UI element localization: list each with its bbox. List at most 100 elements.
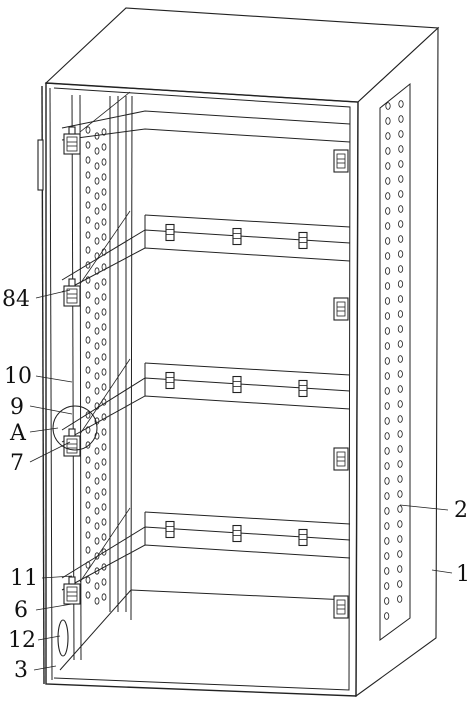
panel-hole — [384, 477, 390, 485]
panel-hole — [398, 100, 404, 108]
panel-hole — [384, 432, 390, 440]
panel-hole — [398, 190, 404, 198]
post-hole — [101, 413, 107, 421]
shelf-back-edge — [144, 511, 351, 525]
post-hole — [85, 246, 91, 254]
shelf-rail — [61, 110, 351, 129]
post-hole — [101, 488, 107, 496]
panel-hole — [397, 475, 403, 483]
panel-hole — [397, 520, 403, 528]
panel-hole — [384, 252, 391, 260]
post-hole — [85, 216, 91, 224]
rail-bracket — [165, 371, 175, 390]
wall-clip-inner — [336, 599, 346, 615]
post-hole — [101, 128, 107, 136]
panel-hole — [384, 417, 390, 425]
post-hole — [94, 567, 100, 575]
panel-hole — [397, 415, 403, 423]
shelf-brace — [79, 507, 131, 583]
wall-clip-inner — [336, 451, 346, 467]
right-wall-clips — [333, 149, 349, 619]
post-hole — [94, 357, 100, 365]
post-hole — [94, 327, 100, 335]
panel-hole — [397, 250, 404, 258]
shelf-rail — [61, 128, 351, 143]
shelf-brace — [79, 91, 131, 133]
panel-hole — [398, 205, 404, 213]
panel-hole — [385, 237, 391, 245]
post-clip-inner — [66, 586, 78, 602]
shelf-brace — [79, 210, 131, 285]
panel-hole — [384, 372, 390, 380]
post-hole — [85, 126, 91, 134]
post-hole — [94, 537, 100, 545]
panel-hole — [384, 297, 391, 305]
callout-1: 1 — [456, 562, 470, 587]
panel-hole — [385, 102, 391, 110]
post-hole — [101, 218, 107, 226]
post-hole — [85, 201, 91, 209]
post-hole — [85, 231, 91, 239]
post-hole — [85, 471, 91, 479]
wall-clip — [333, 297, 349, 321]
post-hole — [85, 171, 91, 179]
panel-hole — [397, 595, 403, 603]
post-hole — [101, 143, 107, 151]
post-hole — [101, 548, 107, 556]
wall-clip — [333, 447, 349, 471]
post-hole — [101, 203, 107, 211]
post-hole — [101, 173, 107, 181]
callout-a: A — [9, 421, 27, 446]
shelves — [61, 91, 351, 605]
panel-hole — [385, 147, 391, 155]
panel-hole — [385, 222, 391, 230]
panel-hole — [397, 280, 404, 288]
shelf-back-edge — [144, 362, 351, 376]
rail-bracket — [298, 528, 308, 547]
panel-hole — [397, 400, 403, 408]
post-hole — [94, 177, 100, 185]
panel-hole — [398, 175, 404, 183]
panel-hole — [385, 117, 391, 125]
callout-2: 2 — [454, 498, 468, 523]
panel-hole — [398, 115, 404, 123]
post-hole — [94, 207, 100, 215]
panel-hole — [384, 267, 391, 275]
post-hole — [101, 368, 107, 376]
panel-hole — [385, 162, 391, 170]
panel-hole — [384, 327, 390, 335]
panel-hole — [397, 505, 403, 513]
post-hole — [85, 576, 91, 584]
clip-pin — [68, 576, 76, 585]
post-hole — [85, 456, 91, 464]
post-hole — [94, 297, 100, 305]
post-hole — [94, 342, 100, 350]
rail-bracket — [232, 524, 242, 543]
panel-hole — [385, 177, 391, 185]
left-door-strip — [37, 85, 69, 685]
post-hole — [94, 387, 100, 395]
post-hole — [85, 186, 91, 194]
post-hole — [101, 308, 107, 316]
panel-hole — [397, 370, 403, 378]
post-hole — [94, 267, 100, 275]
rail-bracket — [298, 231, 308, 250]
post-hole — [101, 518, 107, 526]
panel-hole — [384, 387, 390, 395]
panel-hole — [384, 582, 390, 590]
post-hole — [101, 473, 107, 481]
post-hole — [85, 141, 91, 149]
post-hole — [85, 591, 91, 599]
wall-clip-inner — [336, 153, 346, 169]
post-hole — [94, 372, 100, 380]
panel-hole — [384, 312, 391, 320]
post-hole — [94, 222, 100, 230]
post-hole — [94, 237, 100, 245]
post-hole — [101, 458, 107, 466]
panel-hole — [397, 550, 403, 558]
post-hole — [101, 533, 107, 541]
panel-hole — [384, 402, 390, 410]
clip-pin — [68, 428, 76, 437]
post-hole — [85, 441, 91, 449]
wall-clip — [333, 595, 349, 619]
